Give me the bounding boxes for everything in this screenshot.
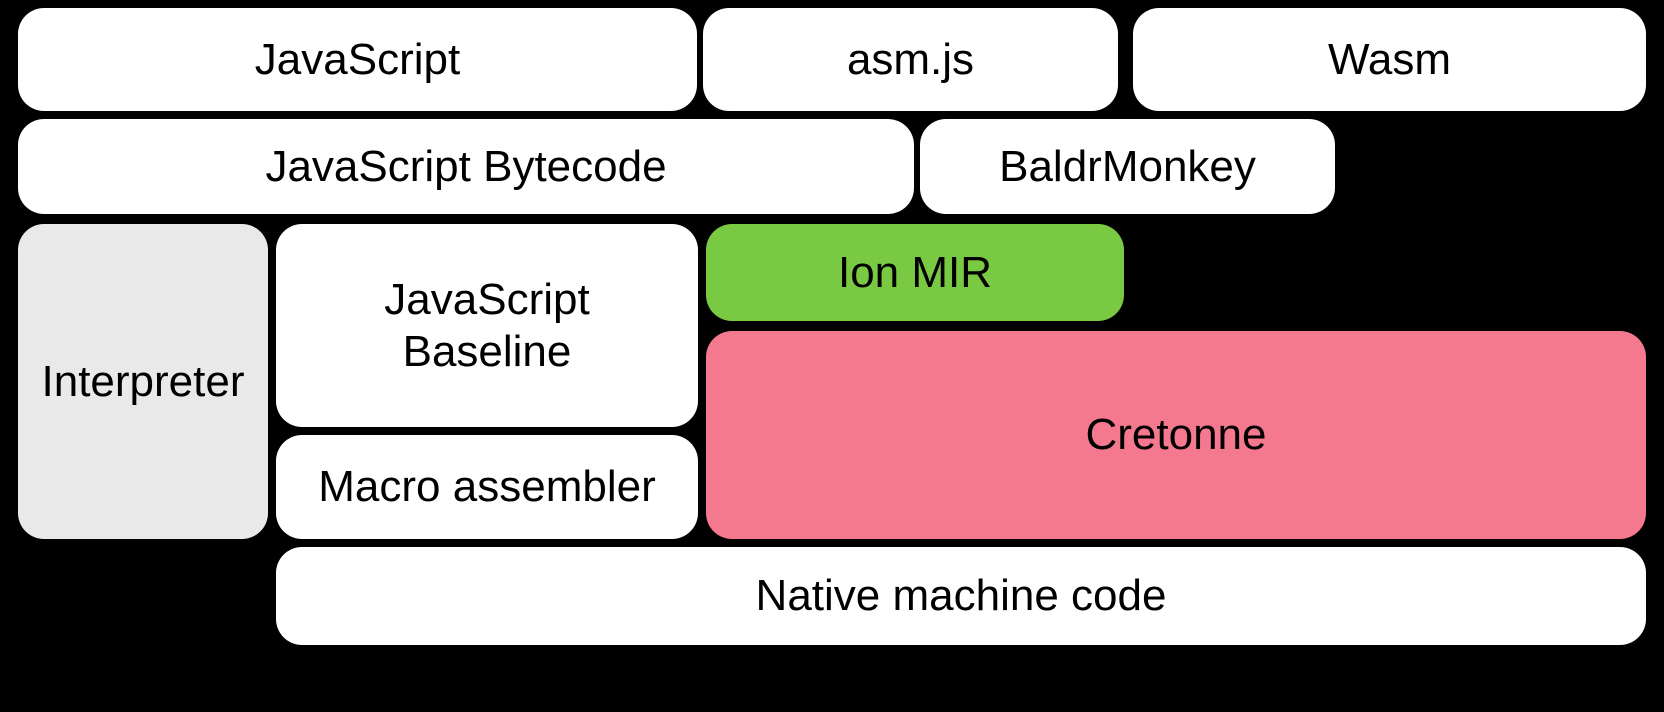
box-javascript-bytecode: JavaScript Bytecode	[18, 119, 914, 214]
box-javascript: JavaScript	[18, 8, 697, 111]
box-interpreter: Interpreter	[18, 224, 268, 539]
box-macro-assembler: Macro assembler	[276, 435, 698, 539]
box-asm-js: asm.js	[703, 8, 1118, 111]
box-wasm: Wasm	[1133, 8, 1646, 111]
box-ion-mir: Ion MIR	[706, 224, 1124, 321]
box-javascript-baseline: JavaScript Baseline	[276, 224, 698, 427]
box-baldrmonkey: BaldrMonkey	[920, 119, 1335, 214]
box-cretonne: Cretonne	[706, 331, 1646, 539]
box-native-machine-code: Native machine code	[276, 547, 1646, 645]
